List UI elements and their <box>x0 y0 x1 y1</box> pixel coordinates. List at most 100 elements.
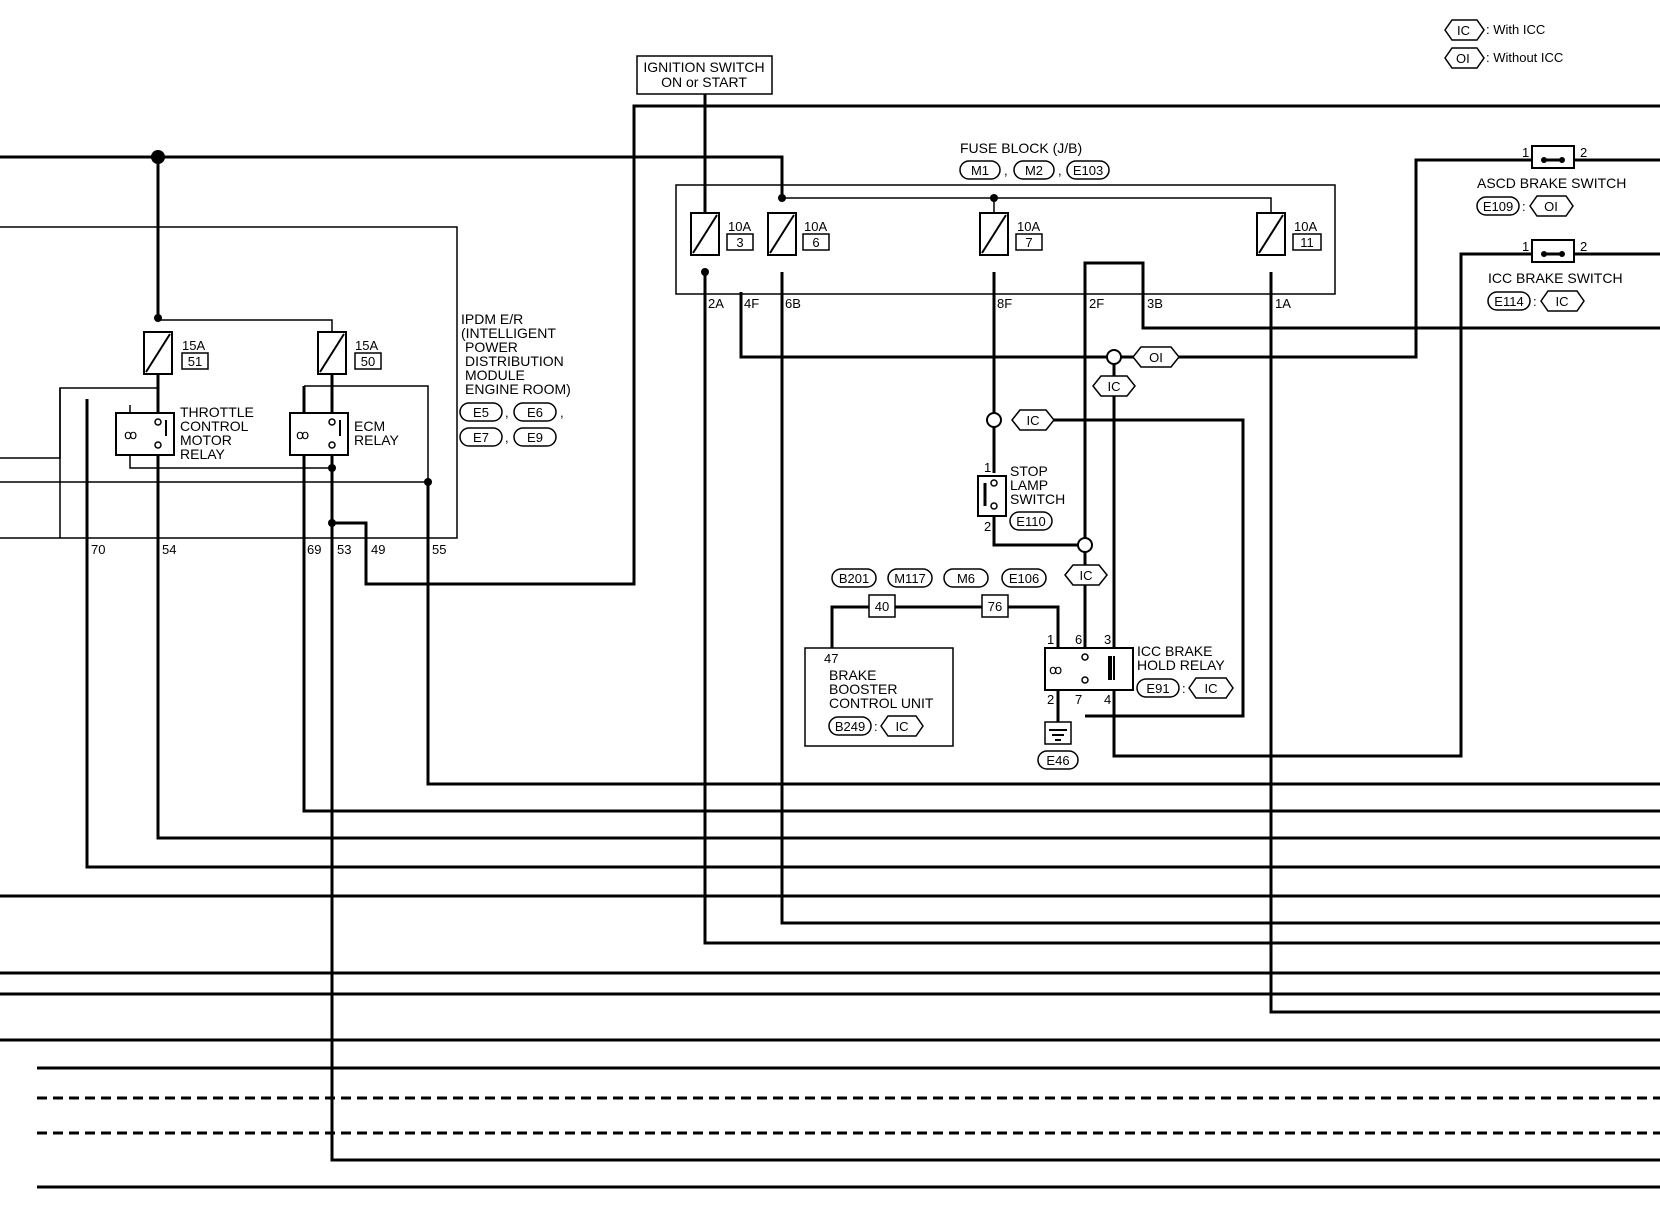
conn-b201: B201 <box>839 571 869 586</box>
fuse-block-conn-m1: M1 <box>971 163 989 178</box>
fuse-block-title: FUSE BLOCK (J/B) <box>960 140 1082 156</box>
booster-tag: IC <box>896 719 909 734</box>
ipdm-conn-e6: E6 <box>527 405 543 420</box>
ascd-tag: OI <box>1544 199 1558 214</box>
coil-icon: ꝏ <box>1049 662 1062 677</box>
conn-pin-76: 76 <box>988 599 1002 614</box>
stop-lamp-line1: STOP <box>1010 463 1048 479</box>
ignition-line2: ON or START <box>661 74 747 90</box>
fuse-7-num: 7 <box>1025 235 1032 250</box>
junction-dots <box>151 150 998 527</box>
fuse-block: FUSE BLOCK (J/B) M1 M2 E103 , , 10A 3 10… <box>690 140 1322 311</box>
hold-relay-line2: HOLD RELAY <box>1137 657 1225 673</box>
ascd-pin1: 1 <box>1522 145 1529 160</box>
ipdm-conn-e7: E7 <box>473 430 489 445</box>
fuse-6-num: 6 <box>812 235 819 250</box>
ipdm-conn-e5: E5 <box>473 405 489 420</box>
svg-text:,: , <box>1004 163 1008 178</box>
throttle-relay-line2: CONTROL <box>180 418 249 434</box>
fuse-50-num: 50 <box>361 354 375 369</box>
booster-connector: B249 <box>835 719 865 734</box>
ipdm-pin-53: 53 <box>337 542 351 557</box>
stop-lamp-line3: SWITCH <box>1010 491 1065 507</box>
stop-lamp-switch: 1 2 STOP LAMP SWITCH E110 <box>977 460 1065 534</box>
hold-relay-pin7: 7 <box>1075 692 1082 707</box>
icc-switch-label: ICC BRAKE SWITCH <box>1488 270 1623 286</box>
icc-brake-switch: 1 2 ICC BRAKE SWITCH E114 : IC <box>1487 239 1623 312</box>
conn-m6: M6 <box>957 571 975 586</box>
svg-text:,: , <box>505 430 509 445</box>
svg-text::: : <box>874 719 878 734</box>
ipdm-pin-70: 70 <box>91 542 105 557</box>
joint-tags: OI IC IC IC <box>1011 346 1180 586</box>
fuse-3-amp: 10A <box>728 219 751 234</box>
joint-tag-ic2: IC <box>1027 413 1040 428</box>
brake-booster-control-unit: 47 BRAKE BOOSTER CONTROL UNIT B249 : IC <box>824 651 934 737</box>
ipdm-line2: (INTELLIGENT <box>461 325 556 341</box>
ascd-label: ASCD BRAKE SWITCH <box>1477 175 1626 191</box>
ignition-switch: IGNITION SWITCH ON or START <box>636 55 773 95</box>
fuse-7-amp: 10A <box>1017 219 1040 234</box>
fuse-50: 15A 50 <box>317 331 382 375</box>
legend-ic-tag: IC <box>1457 23 1470 38</box>
ascd-pin2: 2 <box>1580 145 1587 160</box>
booster-pin-47: 47 <box>824 651 838 666</box>
stop-lamp-pin2: 2 <box>984 519 991 534</box>
legend: IC : With ICC OI : Without ICC <box>1444 19 1563 69</box>
joint-tag-ic1: IC <box>1108 379 1121 394</box>
ipdm-pin-69: 69 <box>307 542 321 557</box>
svg-text:,: , <box>505 405 509 420</box>
coil-icon: ꝏ <box>124 427 137 442</box>
fuse-11-num: 11 <box>1300 235 1314 250</box>
pin-4f: 4F <box>744 296 759 311</box>
ipdm-line4: DISTRIBUTION <box>465 353 564 369</box>
throttle-relay-line4: RELAY <box>180 446 226 462</box>
icc-switch-connector: E114 <box>1494 294 1523 309</box>
throttle-relay-line3: MOTOR <box>180 432 232 448</box>
internal-lines <box>0 184 1336 747</box>
fuse-6: 10A 6 <box>767 212 830 256</box>
icc-switch-pin2: 2 <box>1580 239 1587 254</box>
icc-brake-hold-relay: ꝏ 1 6 3 2 7 4 ICC BRAKE HOLD RELAY E91 :… <box>1044 632 1234 707</box>
fuse-6-amp: 10A <box>804 219 827 234</box>
ipdm-line3: POWER <box>465 339 518 355</box>
ipdm-line6: ENGINE ROOM) <box>465 381 571 397</box>
fuse-block-conn-e103: E103 <box>1073 163 1103 178</box>
pin-2a: 2A <box>708 296 724 311</box>
ipdm-line1: IPDM E/R <box>461 311 523 327</box>
ascd-connector: E109 <box>1483 199 1513 214</box>
fuse-3: 10A 3 <box>690 212 754 256</box>
fuse-block-conn-m2: M2 <box>1025 163 1043 178</box>
dashed-lines <box>37 1096 1660 1135</box>
booster-line2: BOOSTER <box>829 681 897 697</box>
legend-ic-text: : With ICC <box>1486 22 1545 37</box>
fuse-51-num: 51 <box>188 354 202 369</box>
conn-m117: M117 <box>894 571 926 586</box>
throttle-control-motor-relay: ꝏ THROTTLE CONTROL MOTOR RELAY <box>115 404 254 462</box>
ascd-brake-switch: 1 2 ASCD BRAKE SWITCH E109 : OI <box>1476 145 1626 217</box>
pin-3b: 3B <box>1147 296 1163 311</box>
stop-lamp-pin1: 1 <box>984 460 991 475</box>
ground-label: E46 <box>1046 753 1069 768</box>
fuse-51: 15A 51 <box>143 331 209 375</box>
svg-text:,: , <box>560 405 564 420</box>
hold-relay-pin3: 3 <box>1104 632 1111 647</box>
ground: E46 <box>1037 721 1079 770</box>
ipdm-pin-54: 54 <box>162 542 176 557</box>
legend-oi-tag: OI <box>1456 51 1470 66</box>
svg-text::: : <box>1182 681 1186 696</box>
ipdm-line5: MODULE <box>465 367 525 383</box>
throttle-relay-line1: THROTTLE <box>180 404 254 420</box>
svg-text::: : <box>1533 294 1537 309</box>
booster-line3: CONTROL UNIT <box>829 695 934 711</box>
icc-switch-pin1: 1 <box>1522 239 1529 254</box>
hold-relay-tag: IC <box>1205 681 1218 696</box>
hold-relay-pin4: 4 <box>1104 692 1111 707</box>
hold-relay-line1: ICC BRAKE <box>1137 643 1212 659</box>
pin-1a: 1A <box>1275 296 1291 311</box>
fuse-51-amp: 15A <box>182 338 205 353</box>
hold-relay-pin6: 6 <box>1075 632 1082 647</box>
hold-relay-pin2: 2 <box>1047 692 1054 707</box>
ipdm: IPDM E/R (INTELLIGENT POWER DISTRIBUTION… <box>91 311 571 557</box>
